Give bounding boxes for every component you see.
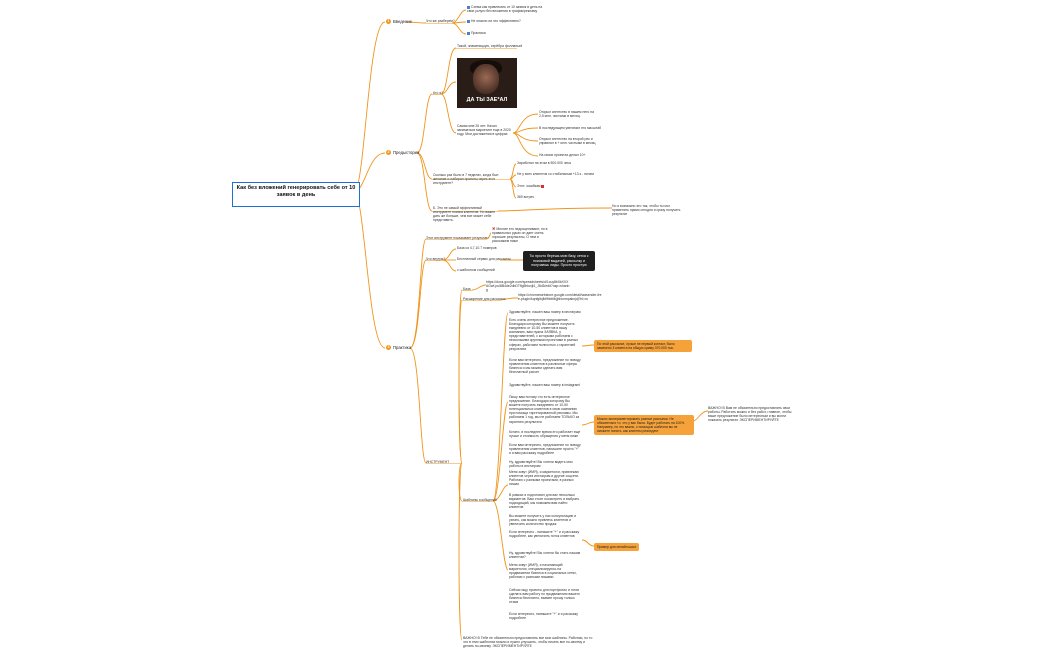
intro-item[interactable]: Схема как привлекать от 10 заявок в день… <box>467 5 543 14</box>
prehistory-bottom-text[interactable]: Б. Это не самый эффективный инструмент п… <box>433 206 495 223</box>
meme-caption: ДА ТЫ ЗАЕ*АЛ <box>466 97 508 103</box>
note-callout[interactable]: Пример для онлайн школ <box>594 543 640 551</box>
extension-label[interactable]: Расширение для рассылок <box>463 297 506 301</box>
achievement-item[interactable]: На своих проектах делал 10+ <box>539 153 586 157</box>
need-item[interactable]: с шаблоном сообщений <box>457 268 495 272</box>
template-line[interactable]: Ну, здравствуйте! Вы хотели бы стать наш… <box>509 551 581 560</box>
intro-item[interactable]: Не опасно ли это эффективно? <box>467 19 521 23</box>
template-line[interactable]: Сейчас ищу проекты для портфолио и готов… <box>509 588 580 605</box>
template-line[interactable]: Есть очень интересное предложение. Благо… <box>509 318 579 351</box>
flag-icon <box>467 5 470 9</box>
footer-note[interactable]: ВАЖНО! В Тебе не обязательно предоставля… <box>463 636 593 649</box>
result-item[interactable]: Этот: ошибкам <box>517 184 545 188</box>
prehistory-bottom-result[interactable]: Но я возможно это так, чтобы ты мог прим… <box>612 204 681 217</box>
flag-icon <box>467 19 470 23</box>
template-line[interactable]: Здравствуйте, нашел ваш номер в instagra… <box>509 383 581 387</box>
stop-icon <box>541 184 545 188</box>
template-line[interactable]: Меня зовут (ИМЯ), я маркетолог, привлека… <box>509 470 579 487</box>
tool-root-label[interactable]: ИНСТРУМЕНТ <box>426 460 450 464</box>
tool-label[interactable]: Этот инструмент показывает результат: <box>426 236 489 240</box>
achievement-item[interactable]: Открыл агентство на второй рек и управля… <box>539 137 596 146</box>
who-text[interactable]: Самая мне 26 лет. Начал заниматься марке… <box>457 124 511 137</box>
base-link[interactable]: https://docs.google.com/spreadsheets/d/1… <box>486 280 570 293</box>
extension-link[interactable]: https://chromewebstore.google.com/detail… <box>518 293 602 302</box>
template-line[interactable]: В рамках я подготовил для вас несколько … <box>509 493 580 510</box>
template-line[interactable]: Ну, здравствуйте! Вы хотели видеть мои р… <box>509 460 573 469</box>
root-title[interactable]: Как без вложений генерировать себе от 10… <box>232 182 360 207</box>
intro-item[interactable]: Практика <box>467 31 486 35</box>
result-item[interactable]: 369 встреч <box>517 195 535 199</box>
branch-intro-label[interactable]: Введение <box>393 19 412 24</box>
templates-label[interactable]: Шаблоны сообщений <box>463 498 497 502</box>
need-label[interactable]: Что внутри? <box>426 257 446 261</box>
result-item[interactable]: Заработал на этом в 500.000 чека <box>517 161 571 165</box>
branch-number-badge: 2 <box>386 150 391 155</box>
important-note[interactable]: ВАЖНО! В Вам не обязательно предоставлят… <box>708 406 792 423</box>
branch-practice-label[interactable]: Практика <box>393 345 412 350</box>
template-line[interactable]: Меня зовут (ИМЯ), я начинающий маркетоло… <box>509 563 577 580</box>
template-line[interactable]: Кстати, в последнее время это работает е… <box>509 430 581 439</box>
template-line[interactable]: Вы можете получить у нас консультацию и … <box>509 514 577 527</box>
template-line[interactable]: Пишу вам потому что есть интересное пред… <box>509 395 580 424</box>
template-line[interactable]: Если вам интересно, предложение по повод… <box>509 443 581 456</box>
meme-face <box>473 64 499 94</box>
tool-note[interactable]: ✖Многие его недооценивают, но в правильн… <box>492 226 548 244</box>
meme-image: ДА ТЫ ЗАЕ*АЛ <box>457 58 517 108</box>
branch-prehistory-label[interactable]: Предыстория <box>393 150 420 155</box>
need-item[interactable]: База из 4,7,10.7 номеров <box>457 246 497 250</box>
summary-callout[interactable]: Ты просто берешь мою базу, сетка с поиск… <box>523 251 595 271</box>
cross-icon: ✖ <box>492 226 496 232</box>
prehistory-question[interactable]: Сколько раз было в 7 неделях, когда был … <box>433 173 499 186</box>
achievement-item[interactable]: Открыл агентство в нашем него на 2,5 млн… <box>539 110 594 119</box>
template-line[interactable]: Если вам интересно, предложение по повод… <box>509 358 581 375</box>
who-label[interactable]: Кто я? <box>433 91 444 95</box>
need-item[interactable]: Бесплатный сервис для рассылок <box>457 257 511 261</box>
branch-number-badge: 3 <box>386 345 391 350</box>
branch-number-badge: 1 <box>386 19 391 24</box>
flag-icon <box>467 31 470 35</box>
intro-subheading[interactable]: Что же разберем? <box>426 19 455 23</box>
who-intro[interactable]: Такой, знаменицкую, серёбра фоллапып! <box>457 44 523 48</box>
achievement-item[interactable]: В последующем увеличил его масштаб <box>539 126 602 130</box>
template-line[interactable]: Если интересно - напишите "+" и я расска… <box>509 530 580 539</box>
template-line[interactable]: Если интересно, напишите "+" и я расскаж… <box>509 612 579 621</box>
template-line[interactable]: Здравствуйте, нашел ваш номер в инстагра… <box>509 310 581 314</box>
note-callout[interactable]: Можно экспериментировать разные рассылки… <box>594 415 694 435</box>
result-item[interactable]: Не у всех клиентов со стабильным +13 к -… <box>517 172 594 176</box>
note-callout[interactable]: По этой рассылке, лучше не первый контак… <box>594 340 692 352</box>
base-label[interactable]: База <box>463 287 471 291</box>
